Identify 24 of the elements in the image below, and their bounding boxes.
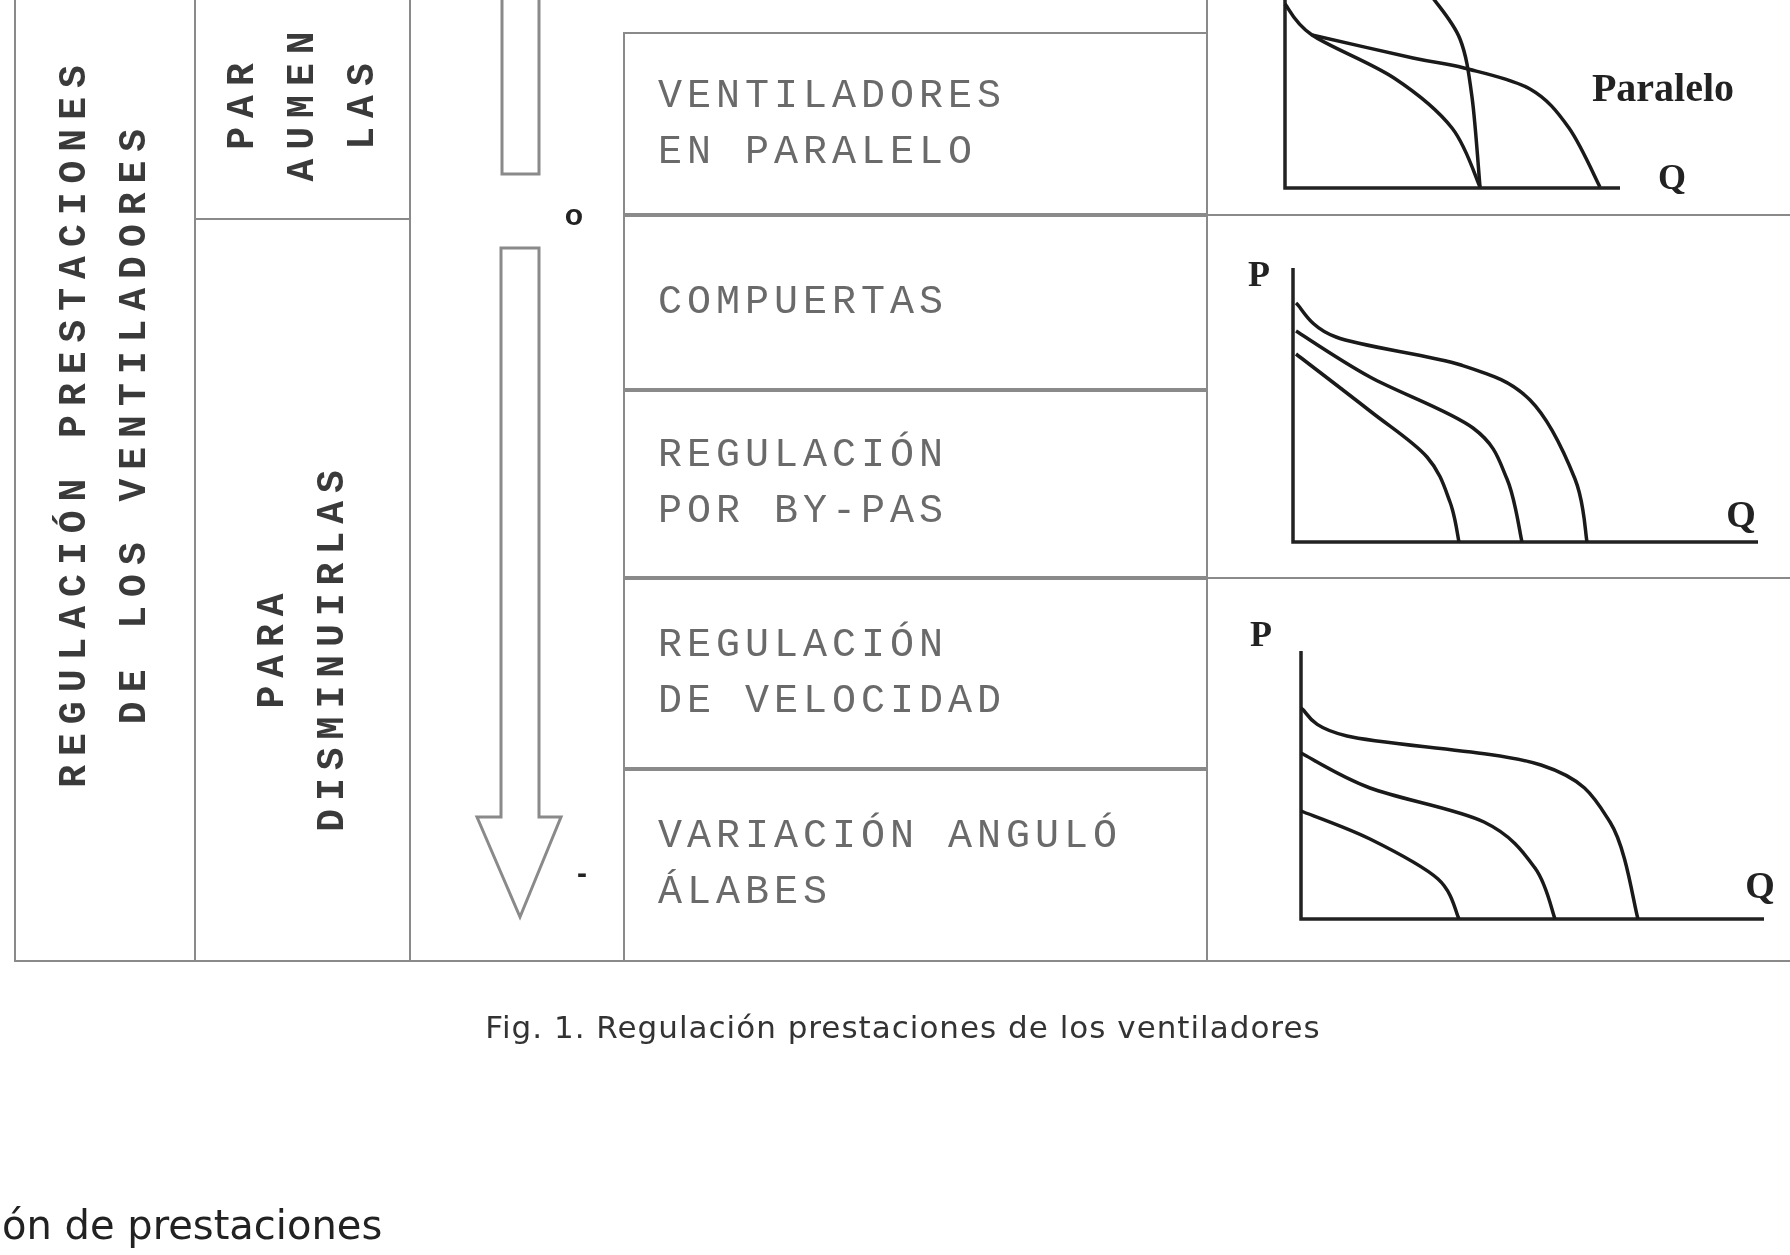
row-label: COMPUERTAS: [658, 278, 949, 327]
curve-label: Paralelo: [1591, 68, 1735, 108]
neutral-sign: o: [564, 200, 584, 230]
table-cell: [14, 0, 196, 962]
row-label: REGULACIÓN DE VELOCIDAD: [658, 620, 1008, 726]
axis-label: Q: [1658, 159, 1686, 195]
axis-label: Q: [1745, 866, 1775, 904]
row-label: REGULACIÓN POR BY-PAS: [658, 430, 950, 536]
table-cell: [623, 213, 1208, 392]
row-label: VARIACIÓN ANGULÓ ÁLABES: [658, 811, 1124, 917]
axis-label: P: [1250, 616, 1272, 652]
axis-label: P: [1248, 256, 1270, 292]
table-cell: [623, 388, 1208, 580]
table-cell: [194, 218, 411, 962]
axis-label: Q: [1726, 495, 1756, 533]
rotated-heading: PARA DISMINUIRLAS: [249, 461, 355, 834]
rotated-heading: REGULACIÓN PRESTACIONES DE LOS VENTILADORES: [51, 55, 157, 790]
figure-caption: Fig. 1. Regulación prestaciones de los ventiladores: [485, 1011, 1321, 1043]
table-cell: [623, 32, 1208, 217]
minus-sign: -: [577, 858, 587, 888]
row-label: VENTILADORES EN PARALELO: [658, 72, 1008, 177]
table-cell: [623, 576, 1208, 771]
rotated-heading: PAR AUMEN LAS: [219, 21, 385, 184]
table-cell: [623, 767, 1208, 962]
